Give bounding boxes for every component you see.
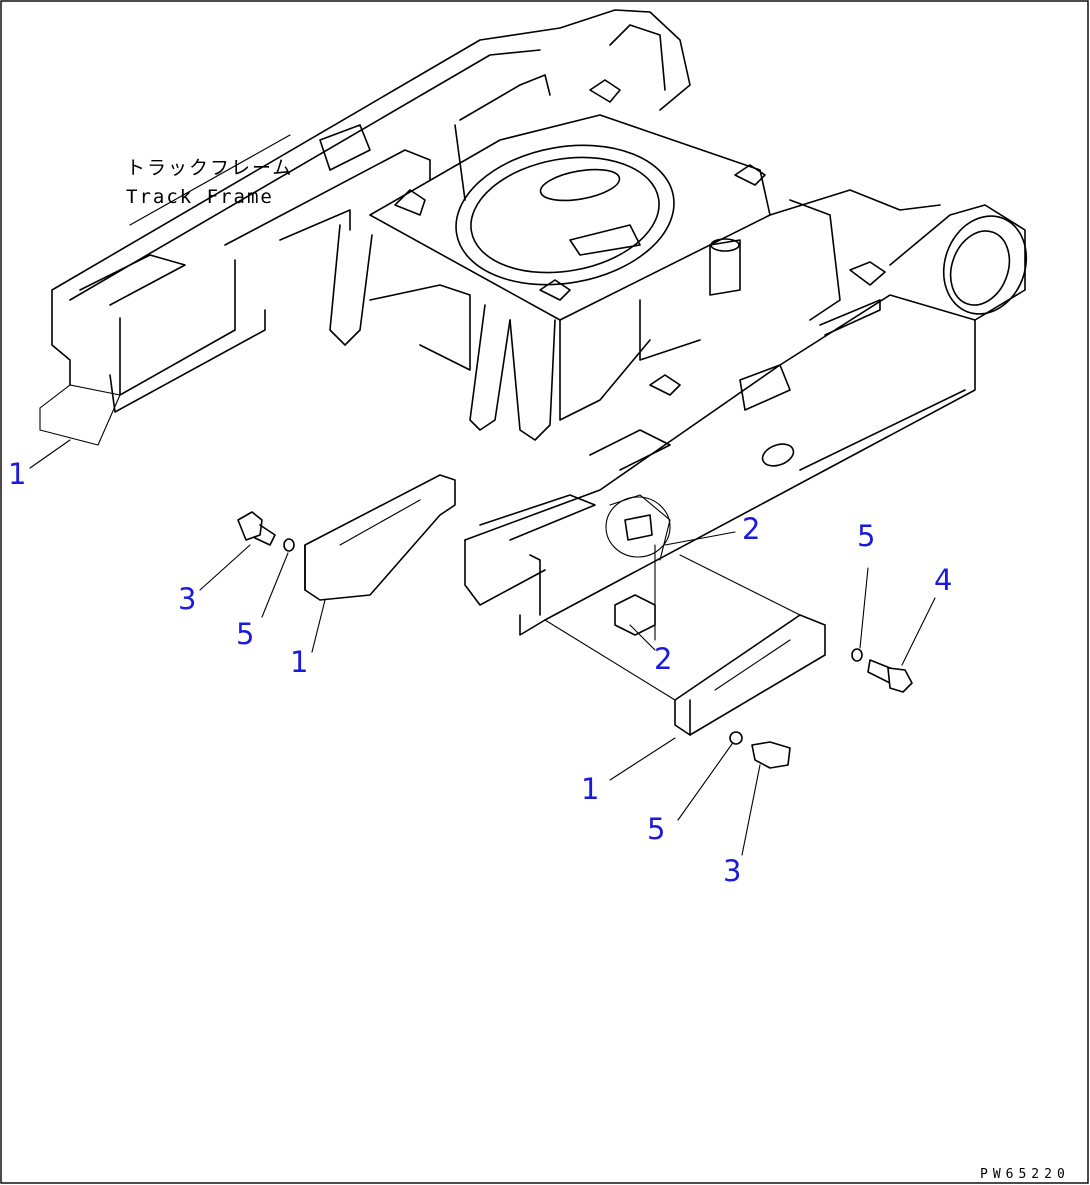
spacer-block [614,594,656,636]
callout-1-lower: 1 [581,772,600,806]
bolt-left [237,511,295,552]
left-track-frame [39,9,691,446]
callout-5-right: 5 [857,519,876,553]
callout-2-lower: 2 [654,642,673,676]
callout-5-lower: 5 [647,812,666,846]
frame-label-english: Track Frame [126,186,274,208]
center-frame [329,79,941,441]
drawing-code: PW65220 [980,1167,1070,1182]
leader-lines [29,134,936,856]
callout-3-left: 3 [178,582,197,616]
callout-1-middle: 1 [290,645,309,679]
bolt-right-upper [851,648,913,693]
callout-5-left: 5 [236,617,255,651]
frame-label-japanese: トラックフレーム [126,157,294,179]
callout-1-left: 1 [8,457,27,491]
callout-3-lower: 3 [723,854,742,888]
left-cover-plate [304,474,456,601]
right-track-frame [464,204,1028,636]
callout-2-upper: 2 [742,512,761,546]
callout-4: 4 [934,563,953,597]
right-cover-plate [674,614,826,736]
bolt-right-lower [729,731,791,769]
